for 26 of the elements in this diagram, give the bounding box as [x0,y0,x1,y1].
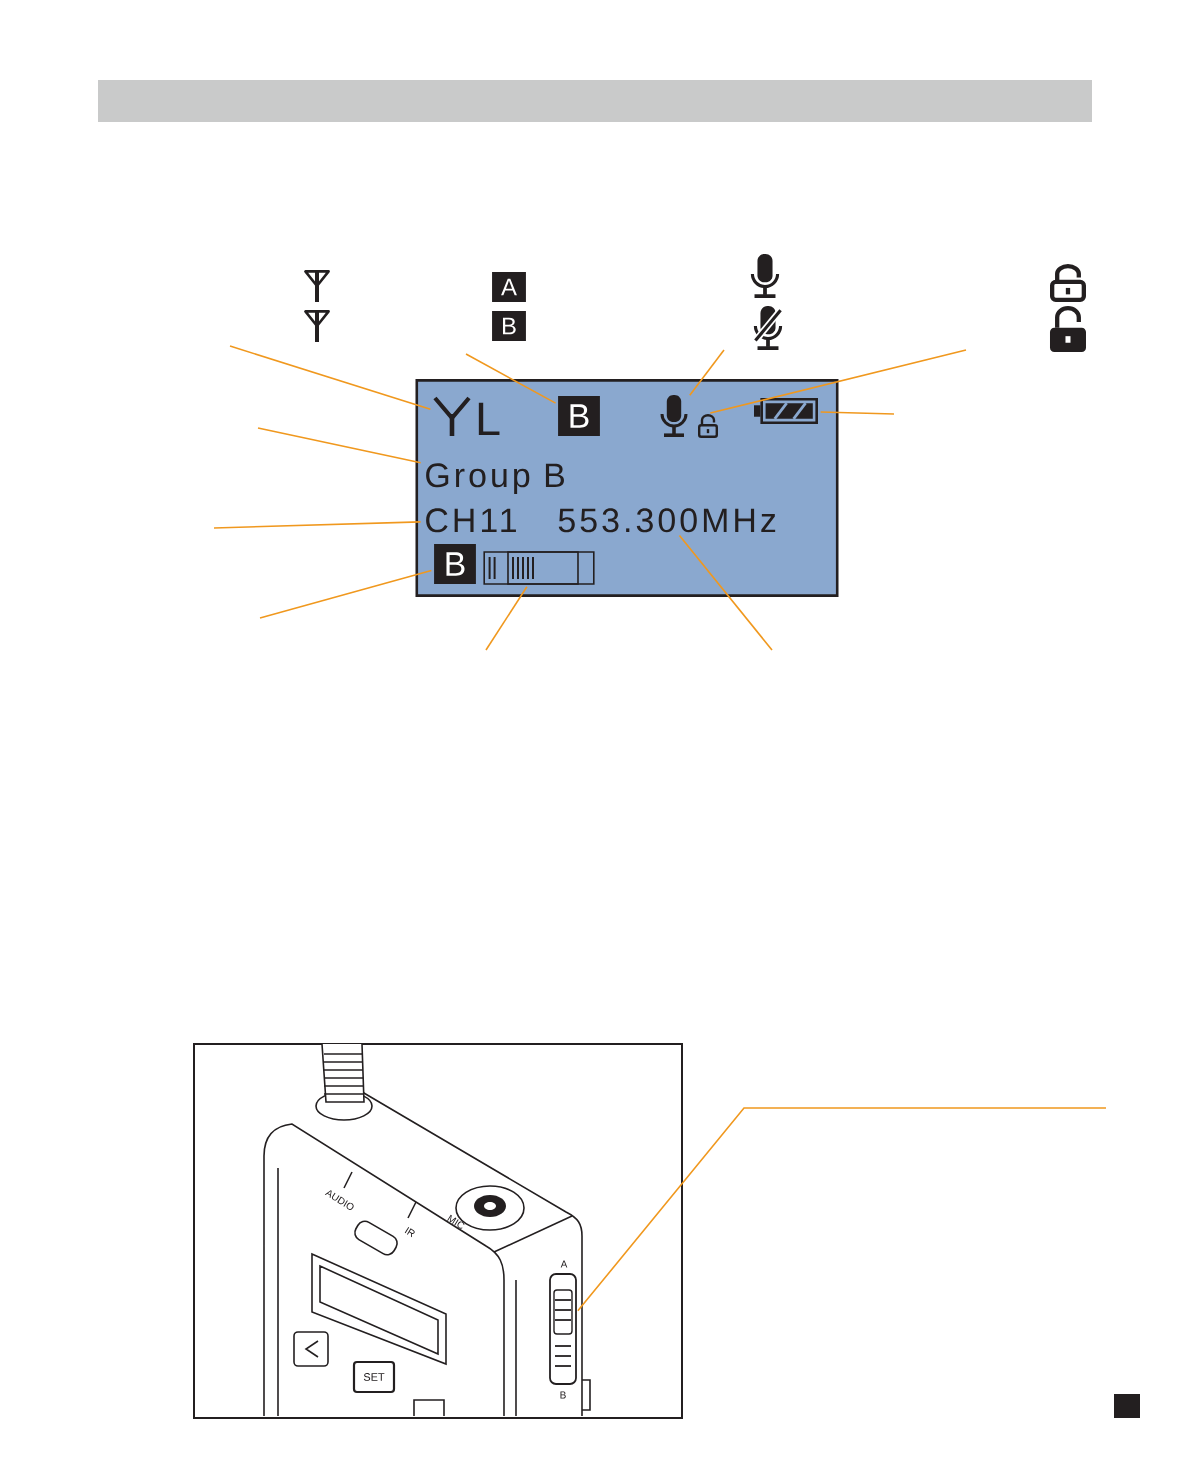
letter-badge: B [492,311,526,341]
leader-line [689,349,725,396]
leader-line [709,349,967,414]
leader-line [213,521,422,529]
display-text: Group B [426,463,564,495]
leader-line [259,569,433,619]
letter-badge: B [434,544,476,584]
level-meter [483,551,595,585]
display-text: CH11 [426,508,516,533]
leader-line [229,345,432,410]
letter-badge: A [492,272,526,302]
leader-line [577,1107,1107,1312]
lcd-screen [415,379,839,597]
antenna-icon [433,396,471,436]
leader-line [819,411,895,415]
display-text: L [478,402,500,435]
display-text: 553.300MHz [558,508,776,533]
device-picture [193,1043,683,1419]
microphone-icon [660,395,688,437]
leader-line [678,534,773,651]
letter-badge: B [558,396,600,436]
leader-line [465,353,557,404]
leader-line [485,585,528,651]
slider-switch [549,1273,577,1385]
lock-icon [698,414,718,438]
battery-icon [754,398,818,424]
